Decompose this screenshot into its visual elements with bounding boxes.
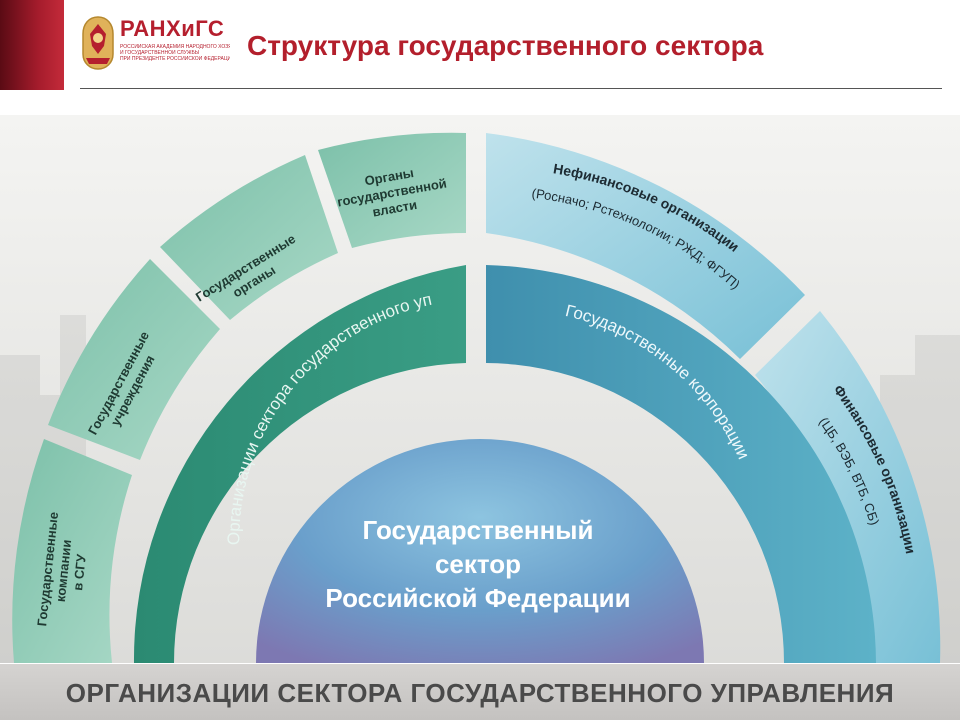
center-label: Государственный сектор Российской Федера… [325,515,630,613]
logo-subtitle-line: И ГОСУДАРСТВЕННОЙ СЛУЖБЫ [120,50,200,56]
logo-text: РАНХиГС [120,16,225,41]
center-line-2: сектор [435,549,521,579]
logo-subtitle: РОССИЙСКАЯ АКАДЕМИЯ НАРОДНОГО ХОЗЯЙСТВА … [120,44,230,62]
emblem-icon [82,16,114,70]
segment-gov-bodies [160,155,338,320]
segment-institutions [48,259,220,460]
companies-line: в СГУ [70,553,89,592]
center-line-3: Российской Федерации [325,583,630,613]
segment-financial [755,311,941,663]
center-line-1: Государственный [363,515,594,545]
ranepa-logo: РАНХиГС РОССИЙСКАЯ АКАДЕМИЯ НАРОДНОГО ХО… [80,14,230,72]
logo-subtitle-line: РОССИЙСКАЯ АКАДЕМИЯ НАРОДНОГО ХОЗЯЙСТВА [120,44,230,50]
segment-nonfinancial [486,133,805,359]
sector-diagram: Государственный сектор Российской Федера… [0,115,960,663]
center-circle [256,439,704,663]
logo-subtitle-line: ПРИ ПРЕЗИДЕНТЕ РОССИЙСКОЙ ФЕДЕРАЦИИ [120,56,230,62]
title-divider [80,88,942,89]
diagram-svg: Государственный сектор Российской Федера… [0,115,960,663]
footer-text: ОРГАНИЗАЦИИ СЕКТОРА ГОСУДАРСТВЕННОГО УПР… [65,678,895,708]
footer-banner: ОРГАНИЗАЦИИ СЕКТОРА ГОСУДАРСТВЕННОГО УПР… [0,664,960,720]
ring-gov-admin [133,265,467,663]
segment-authorities [318,132,466,248]
page-title: Структура государственного сектора [247,30,764,61]
companies-line: компании [53,539,74,603]
ring-gov-corporations [486,265,876,663]
header-accent-bar [0,0,64,90]
segment-companies [12,439,133,663]
